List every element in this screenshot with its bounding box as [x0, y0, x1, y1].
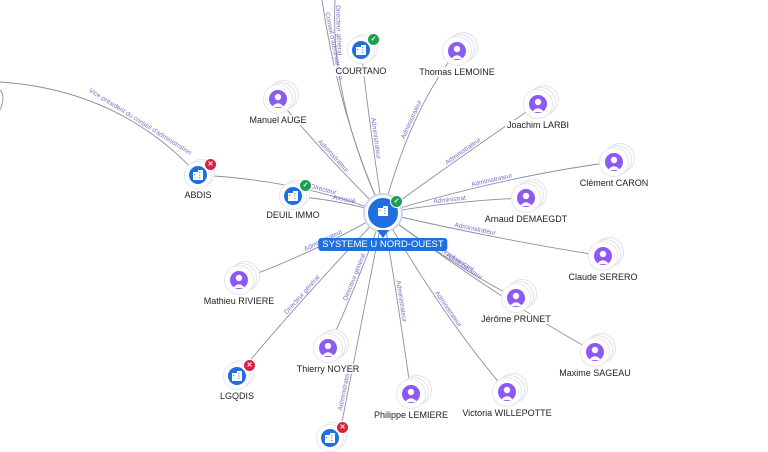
closed-cross-icon: ✕ [336, 421, 349, 434]
person-node[interactable] [492, 377, 522, 407]
person-node[interactable] [396, 379, 426, 409]
company-node[interactable]: ✓ [279, 179, 312, 210]
edge-label: Administrateur [444, 136, 483, 166]
person-icon [230, 271, 248, 289]
person-icon [586, 343, 604, 361]
person-icon [517, 189, 535, 207]
person-name[interactable]: Claude SERERO [566, 272, 640, 282]
person-name[interactable]: Mathieu RIVIERE [201, 296, 277, 306]
edge-larbi [382, 103, 539, 214]
edge-lgqdis [236, 212, 384, 377]
person-node[interactable] [442, 36, 472, 66]
active-check-icon: ✓ [367, 33, 380, 46]
edge-label: Administrateur [337, 368, 352, 411]
center-pointer [377, 230, 389, 238]
edge-caron [382, 161, 615, 214]
edge-label: Administrat [433, 195, 466, 206]
company-name[interactable]: LGQDIS [217, 391, 257, 401]
person-name[interactable]: Jérôme PRUNET [479, 314, 553, 324]
person-node[interactable] [313, 333, 343, 363]
building-icon [284, 187, 302, 205]
person-node[interactable] [580, 337, 610, 367]
person-name[interactable]: Thomas LEMOINE [417, 67, 497, 77]
edge-lemoine [382, 50, 458, 214]
person-name[interactable]: Joachim LARBI [504, 120, 572, 130]
edge-label: Vice-président du conseil d'administrati… [88, 87, 193, 157]
person-icon [498, 383, 516, 401]
edge-offscreen [0, 81, 199, 176]
person-name[interactable]: Manuel AUGE [247, 115, 309, 125]
company-node[interactable]: ✓ [347, 33, 380, 64]
person-name[interactable]: Thierry NOYER [294, 364, 362, 374]
edge-riviere [238, 212, 384, 281]
person-icon [594, 247, 612, 265]
edge-label: Administrateur [316, 139, 350, 175]
edge-label: Directeur général [342, 252, 367, 301]
active-check-icon: ✓ [299, 179, 312, 192]
center-company-node[interactable]: ✓ [365, 195, 403, 231]
edge-label: Directeur général [334, 5, 343, 56]
edge-auge [277, 98, 384, 214]
person-icon [448, 42, 466, 60]
edge-label: Administrateur [433, 290, 463, 329]
company-node-partial[interactable]: ✕ [316, 421, 349, 452]
edge-sageau [382, 212, 596, 353]
person-icon [605, 153, 623, 171]
person-icon [269, 90, 287, 108]
company-node[interactable]: ✕ [223, 359, 256, 390]
active-check-icon: ✓ [390, 195, 403, 208]
person-name[interactable]: Victoria WILLEPOTTE [460, 408, 554, 418]
company-name[interactable]: DEUIL IMMO [264, 210, 322, 220]
center-company-name[interactable]: SYSTEME U NORD-OUEST [318, 238, 448, 251]
edges [0, 0, 615, 432]
building-icon [228, 367, 246, 385]
edge-label: Directeur [310, 183, 338, 197]
building-icon [377, 204, 389, 222]
company-node[interactable]: ✕ [184, 158, 217, 189]
person-name[interactable]: Clément CARON [577, 178, 651, 188]
person-node[interactable] [263, 84, 293, 114]
edge-label: Administrateur [471, 172, 514, 188]
closed-cross-icon: ✕ [204, 158, 217, 171]
company-name[interactable]: COURTANO [333, 66, 389, 76]
edge-label: Administrateur [454, 222, 497, 237]
edge-offscreen [334, 0, 384, 214]
person-node[interactable] [501, 283, 531, 313]
person-name[interactable]: Arnaud DEMAEGDT [482, 214, 570, 224]
person-node[interactable] [588, 241, 618, 271]
edge-label: Directeur général [283, 274, 322, 316]
person-icon [529, 95, 547, 113]
edge-label: Administrateur [394, 280, 407, 323]
person-node[interactable] [523, 89, 553, 119]
edge-label: Administrateur [445, 252, 484, 282]
edge-label: Associé [332, 194, 356, 205]
person-name[interactable]: Maxime SAGEAU [557, 368, 633, 378]
person-node[interactable] [599, 147, 629, 177]
person-icon [319, 339, 337, 357]
person-icon [507, 289, 525, 307]
edge-serero [382, 212, 604, 257]
edge-label: Administrateur [400, 98, 424, 140]
person-node[interactable] [511, 183, 541, 213]
person-name[interactable]: Philippe LEMIERE [371, 410, 451, 420]
company-name[interactable]: ABDIS [182, 190, 214, 200]
person-icon [402, 385, 420, 403]
edge-offscreen [0, 89, 4, 111]
building-icon [352, 41, 370, 59]
closed-cross-icon: ✕ [243, 359, 256, 372]
person-node[interactable] [224, 265, 254, 295]
edge-label: Administrateur [369, 117, 382, 160]
building-icon [189, 166, 207, 184]
